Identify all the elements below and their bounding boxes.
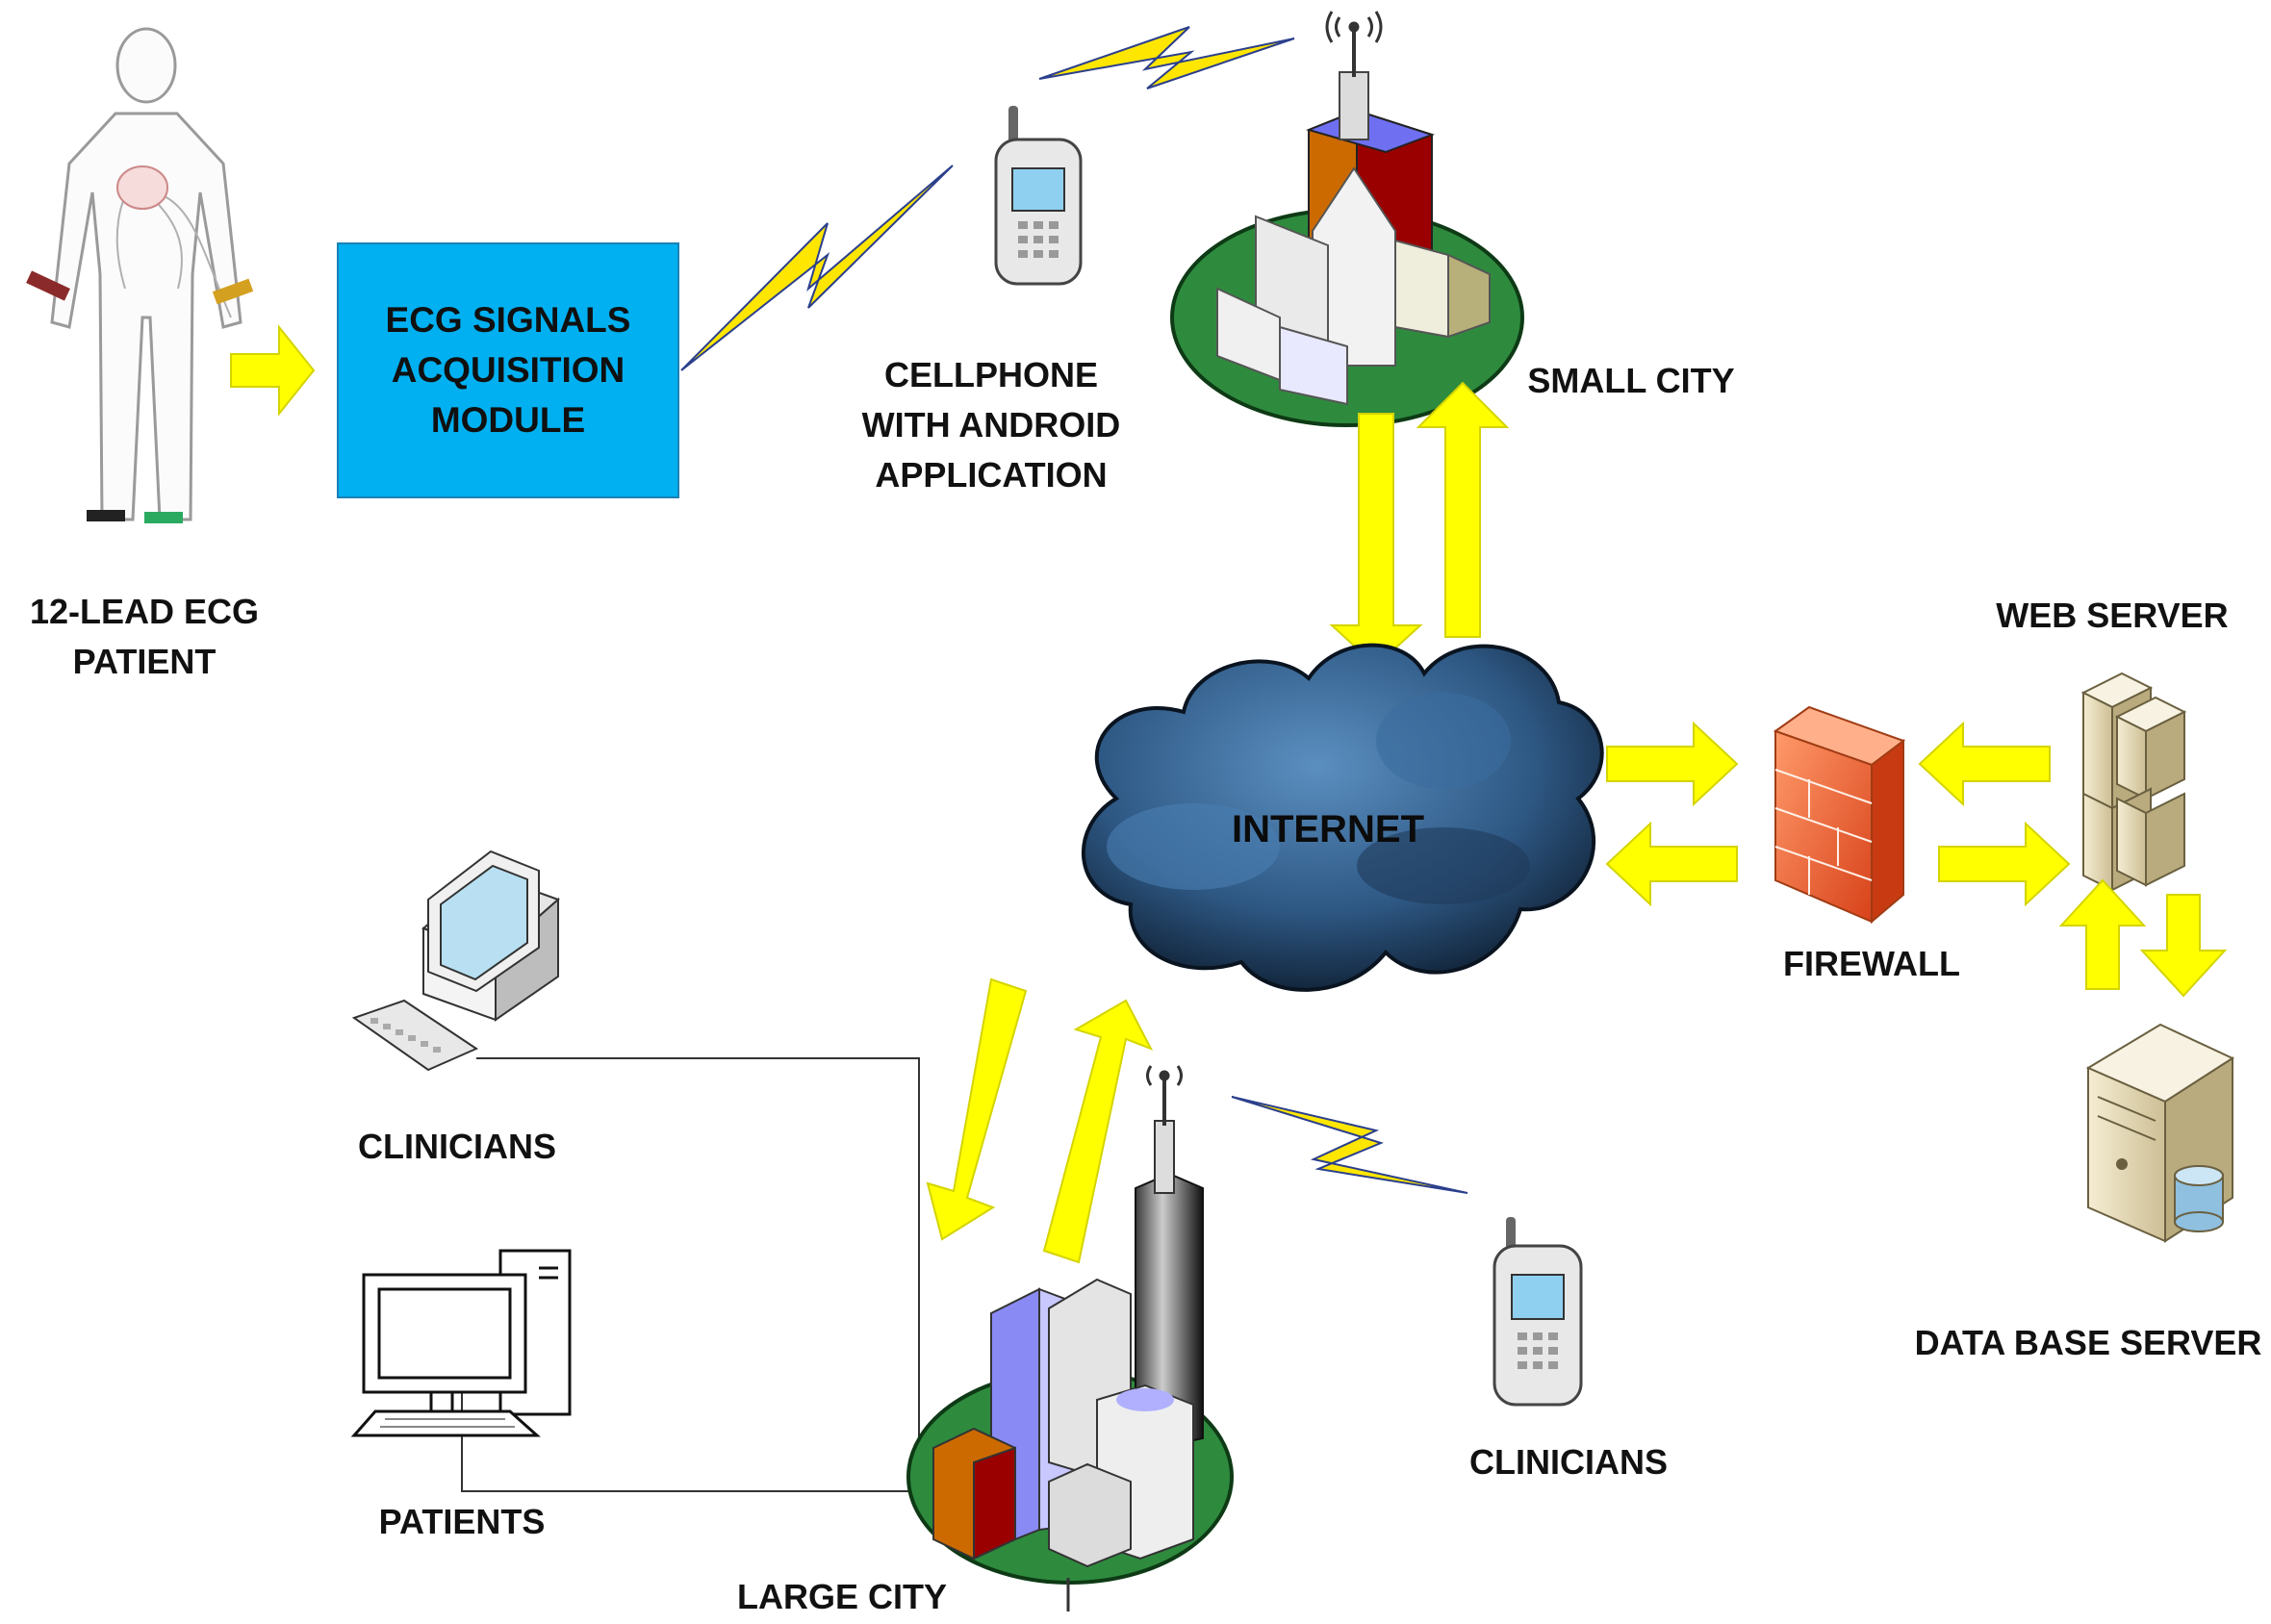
large-city-icon	[906, 1078, 1234, 1611]
arrow-icon	[230, 324, 316, 417]
computer-monitor-icon	[350, 1249, 572, 1437]
web-server-label: WEB SERVER	[1996, 596, 2229, 635]
patient-label-line-2: PATIENT	[72, 642, 217, 681]
arrow-icon	[1605, 721, 1739, 907]
web-server-icon	[2080, 672, 2187, 892]
internet-label: INTERNET	[1232, 808, 1424, 850]
arrow-icon	[926, 977, 1154, 1264]
database-server-label: DATA BASE SERVER	[1914, 1323, 2262, 1362]
cellphone-label-line-2: WITH ANDROID	[861, 405, 1121, 444]
lightning-icon	[680, 26, 1468, 1194]
firewall-icon	[1773, 705, 1906, 925]
cellphone-label-line-1: CELLPHONE	[883, 355, 1098, 394]
wired-links	[461, 1057, 920, 1492]
database-server-icon	[2085, 1023, 2235, 1243]
desktop-pc-icon	[351, 850, 560, 1072]
patient-label: 12-LEAD ECG PATIENT	[19, 587, 269, 687]
firewall-label: FIREWALL	[1783, 944, 1960, 983]
patient-label-line-1: 12-LEAD ECG	[29, 592, 260, 631]
patients-label: PATIENTS	[378, 1502, 546, 1541]
module-label-line-2: ACQUISITION	[391, 350, 625, 390]
cloud-icon	[1082, 643, 1604, 992]
ecg-acquisition-module-box: ECG SIGNALS ACQUISITION MODULE	[337, 242, 679, 498]
small-city-icon	[1170, 29, 1524, 427]
large-city-label: LARGE CITY	[736, 1577, 947, 1616]
module-label-line-3: MODULE	[430, 400, 586, 440]
clinicians-pc-label: CLINICIANS	[358, 1127, 556, 1166]
arrow-icon	[1329, 381, 1510, 668]
antenna-icon	[1146, 1065, 1183, 1086]
human-body-icon	[26, 27, 254, 523]
clinicians-phone-label: CLINICIANS	[1469, 1442, 1668, 1482]
cellphone-label-line-3: APPLICATION	[875, 455, 1108, 495]
cellphone-label: CELLPHONE WITH ANDROID APPLICATION	[837, 350, 1145, 500]
module-label-line-1: ECG SIGNALS	[385, 300, 631, 340]
small-city-label: SMALL CITY	[1527, 361, 1735, 400]
arrow-icon	[2058, 878, 2228, 998]
cellphone-icon	[1493, 1217, 1583, 1407]
antenna-icon	[1325, 11, 1383, 43]
cellphone-icon	[994, 106, 1083, 286]
arrow-icon	[1918, 721, 2071, 907]
